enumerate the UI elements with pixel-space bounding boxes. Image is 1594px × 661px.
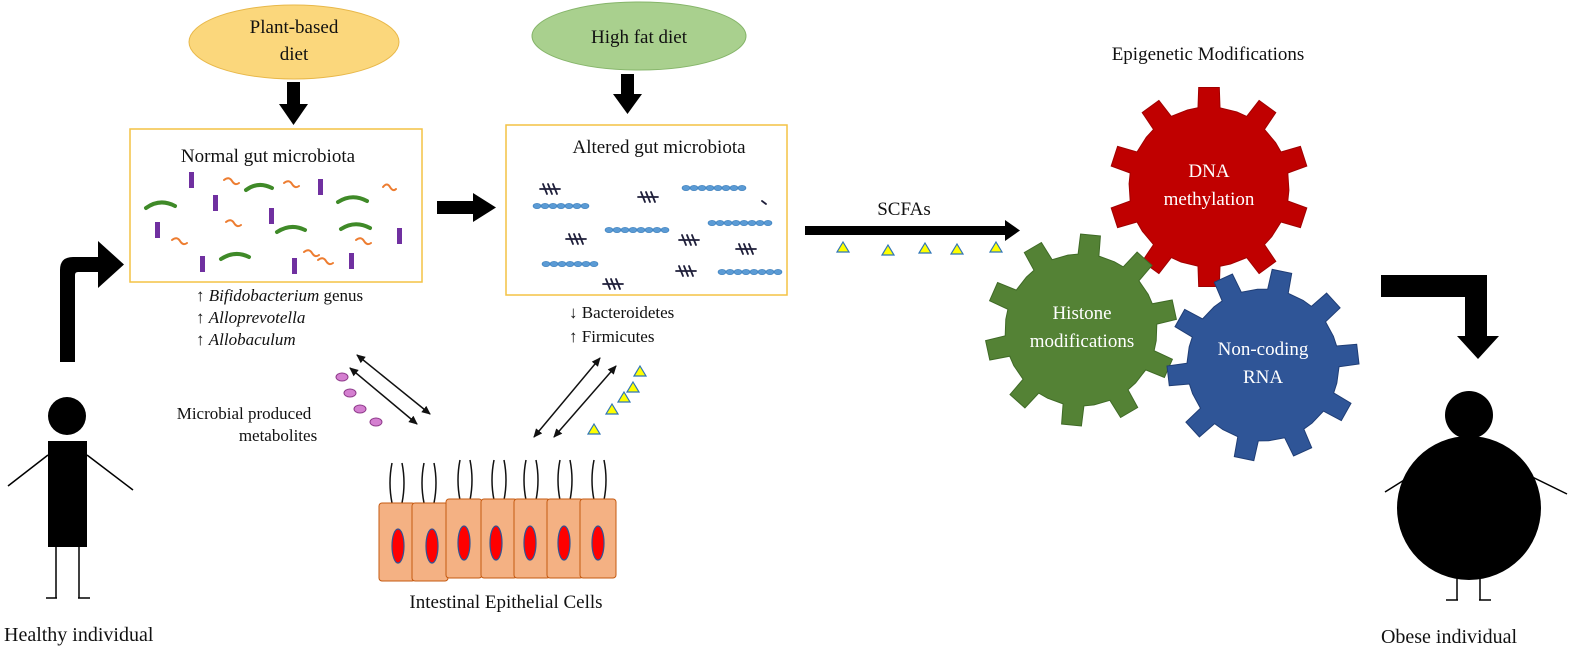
gears-to-obese-arrow: [1381, 275, 1499, 359]
plant-diet-label-1: Plant-based: [250, 17, 339, 38]
altered-microbiota-title: Altered gut microbiota: [572, 137, 746, 158]
high-fat-diet-ellipse: [531, 1, 747, 71]
normal-bacteria: [144, 172, 402, 274]
scfas-arrow: [805, 220, 1020, 241]
ncrna-gear-label-2: RNA: [1243, 367, 1283, 388]
dna-gear-label-1: DNA: [1188, 161, 1229, 182]
metabolites-label-2: metabolites: [239, 426, 317, 445]
high-fat-diet-label: High fat diet: [591, 27, 688, 48]
altered-bacteria: [532, 183, 783, 290]
scfas-label: SCFAs: [877, 199, 931, 220]
high-fat-down-arrow: [613, 74, 642, 114]
epithelial-cells: [378, 459, 617, 582]
obese-individual-figure: [1384, 391, 1568, 601]
ncrna-gear-label-1: Non-coding: [1218, 339, 1309, 360]
gears: [985, 87, 1360, 462]
metabolite-dots: [335, 372, 383, 427]
plant-diet-label-2: diet: [280, 44, 309, 65]
normal-microbiota-box: [129, 128, 423, 283]
epigenetic-title: Epigenetic Modifications: [1112, 44, 1305, 65]
non-coding-rna-gear: [1166, 268, 1360, 462]
plant-diet-down-arrow: [279, 82, 308, 125]
altered-epithelium-double-arrows: [533, 357, 617, 438]
histone-gear-label-2: modifications: [1030, 331, 1134, 352]
normal-microbiota-title: Normal gut microbiota: [181, 146, 356, 167]
normal-changes-list: ↑ Bifidobacterium genus ↑ Alloprevotella…: [196, 286, 363, 349]
altered-change-1: ↓ Bacteroidetes: [569, 303, 674, 322]
normal-change-1: ↑ Bifidobacterium genus: [196, 286, 363, 305]
normal-to-altered-arrow: [437, 193, 496, 222]
plant-diet-ellipse: [188, 4, 400, 80]
altered-change-2: ↑ Firmicutes: [569, 327, 654, 346]
normal-epithelium-double-arrows: [349, 354, 431, 425]
obese-individual-label: Obese individual: [1381, 626, 1518, 648]
healthy-to-microbiota-arrow: [60, 241, 124, 362]
scfa-triangles-near-cells: [586, 364, 648, 435]
dna-gear-label-2: methylation: [1164, 189, 1255, 210]
healthy-individual-label: Healthy individual: [4, 624, 154, 646]
dna-methylation-gear: [1110, 87, 1308, 287]
normal-change-3: ↑ Allobaculum: [196, 330, 296, 349]
healthy-individual-figure: [7, 397, 134, 599]
epithelium-label: Intestinal Epithelial Cells: [409, 592, 602, 613]
normal-change-2: ↑ Alloprevotella: [196, 308, 305, 327]
metabolites-label-1: Microbial produced: [177, 404, 312, 423]
histone-modifications-gear: [985, 233, 1177, 427]
scfa-triangles: [835, 240, 1004, 256]
histone-gear-label-1: Histone: [1052, 303, 1111, 324]
